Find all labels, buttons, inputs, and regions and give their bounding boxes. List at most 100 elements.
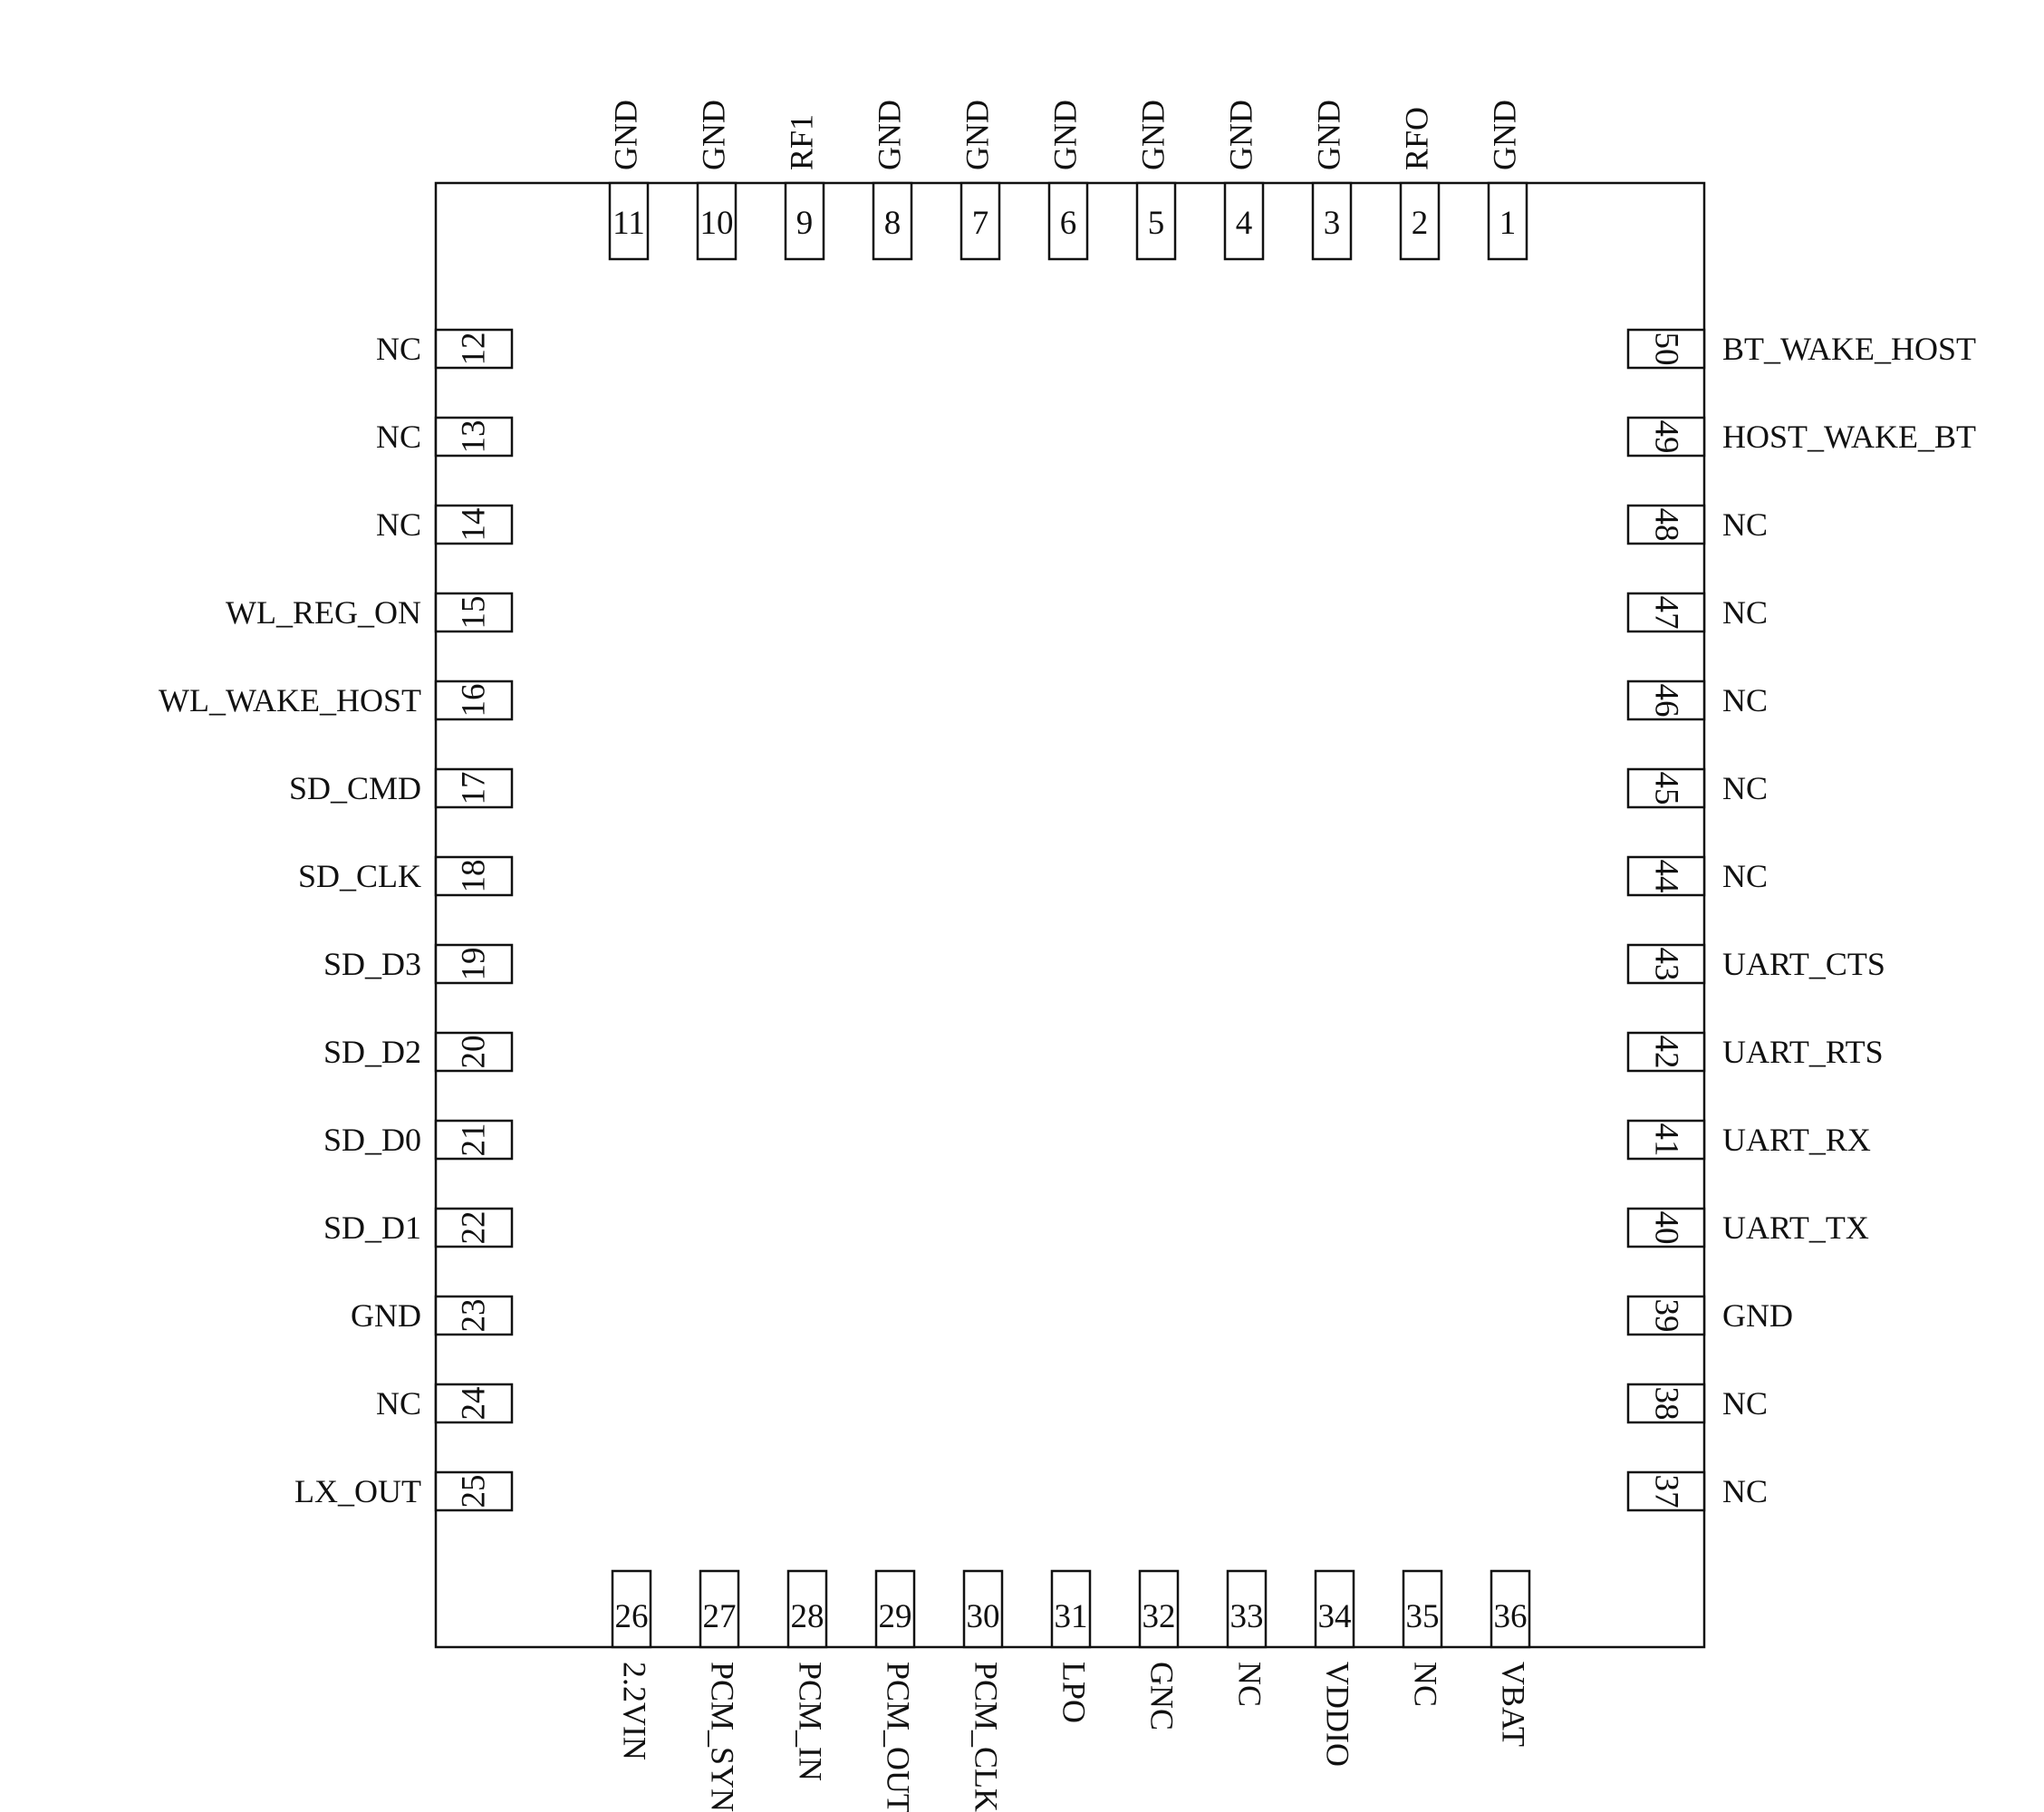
pin-number: 31 xyxy=(1055,1598,1088,1635)
pin-pad xyxy=(434,504,514,545)
pin-label: PCM_CLK xyxy=(969,1662,1005,1812)
pin-number: 17 xyxy=(456,772,493,805)
pin-number: 6 xyxy=(1060,205,1077,242)
pin-number: 46 xyxy=(1648,684,1685,718)
pin-number: 39 xyxy=(1648,1299,1685,1333)
pin-number: 20 xyxy=(456,1036,493,1069)
pin-number: 28 xyxy=(791,1598,824,1635)
pin-number: 35 xyxy=(1406,1598,1440,1635)
pin-pad xyxy=(1399,181,1441,261)
pin-label: 2.2VIN xyxy=(617,1662,653,1760)
pin-pad xyxy=(611,1569,652,1649)
pin-pad xyxy=(434,328,514,370)
pin-pad xyxy=(1626,943,1706,985)
pin-number: 25 xyxy=(456,1475,493,1508)
pin-bottom-26: 262.2VIN xyxy=(611,1569,653,1760)
pin-number: 29 xyxy=(879,1598,912,1635)
pin-number: 8 xyxy=(884,205,901,242)
pin-number: 16 xyxy=(456,684,493,718)
pin-label: LPO xyxy=(1056,1662,1093,1723)
pin-pad xyxy=(434,1470,514,1512)
pin-label: GND xyxy=(871,100,907,170)
pin-pad xyxy=(1626,504,1706,545)
pin-label: GND xyxy=(959,100,995,170)
pin-number: 10 xyxy=(700,205,734,242)
pin-label: GND xyxy=(1222,100,1258,170)
pin-number: 14 xyxy=(456,508,493,542)
pin-label: NC xyxy=(1722,506,1768,543)
pin-pad xyxy=(1626,416,1706,458)
pin-label: UART_CTS xyxy=(1722,946,1885,982)
pin-pad xyxy=(1626,767,1706,809)
pin-label: NC xyxy=(1408,1662,1444,1707)
pin-pad xyxy=(1223,181,1265,261)
pin-number: 43 xyxy=(1648,948,1685,981)
pin-pad xyxy=(1626,1295,1706,1336)
pin-pad xyxy=(434,680,514,721)
pin-pad xyxy=(872,181,913,261)
pin-pad xyxy=(608,181,650,261)
pin-number: 7 xyxy=(972,205,989,242)
pin-pad xyxy=(1490,1569,1531,1649)
pin-pad xyxy=(1626,1383,1706,1424)
pin-number: 34 xyxy=(1318,1598,1352,1635)
pin-right-40: 40 UART_TX xyxy=(1626,1207,1869,1248)
pin-label: GND xyxy=(607,100,643,170)
pin-number: 47 xyxy=(1648,596,1685,630)
pin-number: 18 xyxy=(456,860,493,893)
pin-number: 42 xyxy=(1648,1036,1685,1069)
pin-label: WL_REG_ON xyxy=(226,594,421,631)
pin-number: 3 xyxy=(1324,205,1341,242)
pin-pad xyxy=(434,1031,514,1073)
pin-label: UART_TX xyxy=(1722,1210,1869,1246)
pin-label: PCM_OUT xyxy=(881,1662,917,1812)
pin-pad xyxy=(1626,855,1706,897)
pin-number: 37 xyxy=(1648,1475,1685,1508)
pin-pad xyxy=(786,1569,828,1649)
pin-label: NC xyxy=(1232,1662,1268,1707)
pin-label: SD_D2 xyxy=(323,1034,421,1070)
pin-top-8: 8 GND xyxy=(871,100,913,261)
pin-number: 49 xyxy=(1648,420,1685,454)
pin-label: NC xyxy=(376,1385,421,1422)
pin-number: 40 xyxy=(1648,1211,1685,1245)
pin-pad xyxy=(1138,1569,1180,1649)
pin-number: 22 xyxy=(456,1211,493,1245)
pin-left-20: 20 SD_D2 xyxy=(323,1031,514,1073)
pin-right-43: 43 UART_CTS xyxy=(1626,943,1885,985)
pin-label: GND xyxy=(1486,100,1522,170)
pin-pad xyxy=(434,1383,514,1424)
pin-label: SD_D3 xyxy=(323,946,421,982)
pin-number: 48 xyxy=(1648,508,1685,542)
pin-pad xyxy=(434,416,514,458)
pin-pad xyxy=(1626,328,1706,370)
pins-layer: 11GND10GND9RF18GND7GND6GND5GND4GND3GND2R… xyxy=(159,100,1976,1812)
pin-label: GND xyxy=(1134,100,1171,170)
pin-label: SD_D1 xyxy=(323,1210,421,1246)
pin-pad xyxy=(1402,1569,1443,1649)
pin-pad xyxy=(1626,1470,1706,1512)
pin-pad xyxy=(1047,181,1089,261)
pin-pad xyxy=(1226,1569,1268,1649)
pin-label: SD_D0 xyxy=(323,1122,421,1158)
pin-label: RF1 xyxy=(783,114,819,170)
pin-label: HOST_WAKE_BT xyxy=(1722,419,1976,455)
pin-right-48: 48 NC xyxy=(1626,504,1768,545)
pin-number: 23 xyxy=(456,1299,493,1333)
pin-pad xyxy=(1626,592,1706,633)
